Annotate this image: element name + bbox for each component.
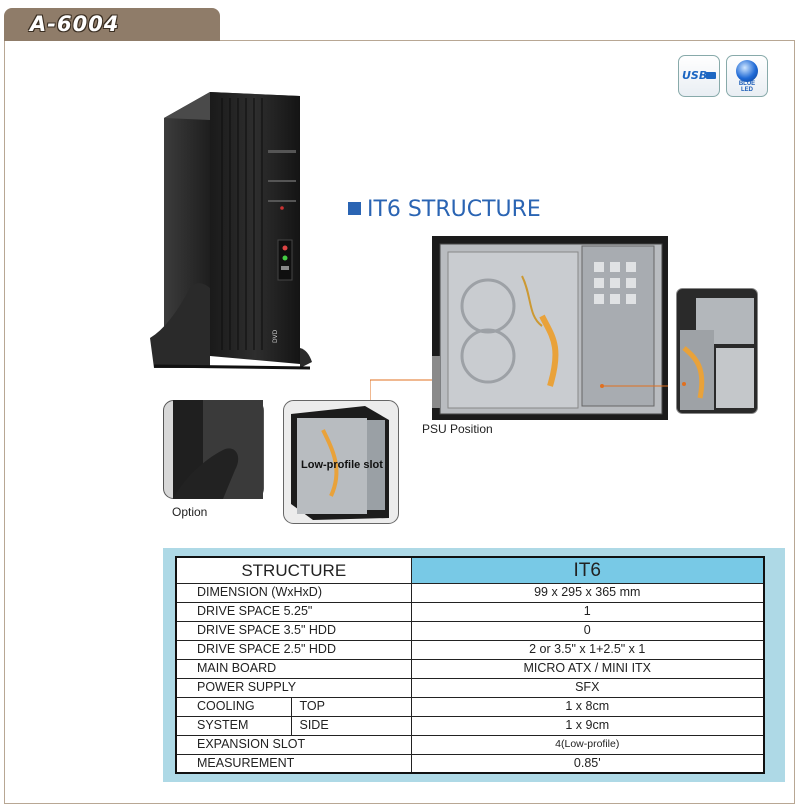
psu-callout-line bbox=[370, 379, 432, 430]
spec-value: MICRO ATX / MINI ITX bbox=[410, 658, 765, 679]
spec-label: POWER SUPPLY bbox=[175, 677, 412, 698]
interior-photo bbox=[432, 236, 668, 420]
table-row: MEASUREMENT 0.85' bbox=[175, 753, 765, 774]
spec-header-model: IT6 bbox=[410, 556, 765, 584]
cooling-side-label: SIDE bbox=[290, 715, 412, 736]
spec-header-structure: STRUCTURE bbox=[175, 556, 412, 584]
option-label: Option bbox=[172, 505, 208, 519]
spec-label: DRIVE SPACE 2.5" HDD bbox=[175, 639, 412, 660]
heading-bullet-icon bbox=[348, 202, 361, 215]
spec-table: STRUCTURE IT6 DIMENSION (WxHxD) 99 x 295… bbox=[175, 556, 765, 774]
cooling-top-label: TOP bbox=[290, 696, 412, 717]
model-name: A-6004 bbox=[30, 12, 120, 36]
model-tab: A-6004 bbox=[4, 8, 220, 41]
dvd-logo: DVD bbox=[272, 329, 279, 343]
table-row: DIMENSION (WxHxD) 99 x 295 x 365 mm bbox=[175, 582, 765, 603]
option-stand-photo bbox=[163, 400, 264, 499]
case-product-image: DVD bbox=[150, 92, 312, 370]
spec-label: MEASUREMENT bbox=[175, 753, 412, 774]
spec-label: DIMENSION (WxHxD) bbox=[175, 582, 412, 603]
spec-value: 0.85' bbox=[410, 753, 765, 774]
table-row: COOLING TOP 1 x 8cm bbox=[175, 696, 765, 717]
spec-label: DRIVE SPACE 5.25" bbox=[175, 601, 412, 622]
spec-value: 99 x 295 x 365 mm bbox=[410, 582, 765, 603]
spec-value: 0 bbox=[410, 620, 765, 641]
structure-title: IT6 STRUCTURE bbox=[367, 197, 541, 222]
cooling-side-value: 1 x 9cm bbox=[410, 715, 765, 736]
spec-header-row: STRUCTURE IT6 bbox=[175, 556, 765, 584]
spec-value: 2 or 3.5" x 1+2.5" x 1 bbox=[410, 639, 765, 660]
spec-label: EXPANSION SLOT bbox=[175, 734, 412, 755]
spec-value: 1 bbox=[410, 601, 765, 622]
cooling-top-value: 1 x 8cm bbox=[410, 696, 765, 717]
psu-position-label: PSU Position bbox=[422, 422, 493, 436]
spec-value: 4(Low-profile) bbox=[410, 734, 765, 755]
cooling-label-line1: COOLING bbox=[175, 696, 292, 717]
lowprofile-slot-photo: Low-profile slot bbox=[283, 400, 399, 524]
structure-heading: IT6 STRUCTURE bbox=[348, 197, 541, 222]
spec-value: SFX bbox=[410, 677, 765, 698]
spec-label: MAIN BOARD bbox=[175, 658, 412, 679]
table-row: DRIVE SPACE 3.5" HDD 0 bbox=[175, 620, 765, 641]
psu-closeup-photo bbox=[676, 288, 758, 414]
table-row: POWER SUPPLY SFX bbox=[175, 677, 765, 698]
lowprofile-slot-label: Low-profile slot bbox=[301, 459, 383, 471]
spec-label: DRIVE SPACE 3.5" HDD bbox=[175, 620, 412, 641]
usb-icon: USB bbox=[682, 69, 708, 82]
led-badge-line2: LED bbox=[741, 87, 753, 93]
usb-badge: USB bbox=[678, 55, 720, 97]
table-row: SYSTEM SIDE 1 x 9cm bbox=[175, 715, 765, 736]
page-frame bbox=[4, 40, 795, 804]
table-row: EXPANSION SLOT 4(Low-profile) bbox=[175, 734, 765, 755]
cooling-label-line2: SYSTEM bbox=[175, 715, 292, 736]
blue-led-badge: BLUE LED bbox=[726, 55, 768, 97]
table-row: DRIVE SPACE 5.25" 1 bbox=[175, 601, 765, 622]
blue-led-icon bbox=[736, 60, 758, 82]
table-row: MAIN BOARD MICRO ATX / MINI ITX bbox=[175, 658, 765, 679]
usb-plug-icon bbox=[706, 72, 716, 79]
led-badge-line1: BLUE bbox=[738, 81, 756, 87]
table-row: DRIVE SPACE 2.5" HDD 2 or 3.5" x 1+2.5" … bbox=[175, 639, 765, 660]
